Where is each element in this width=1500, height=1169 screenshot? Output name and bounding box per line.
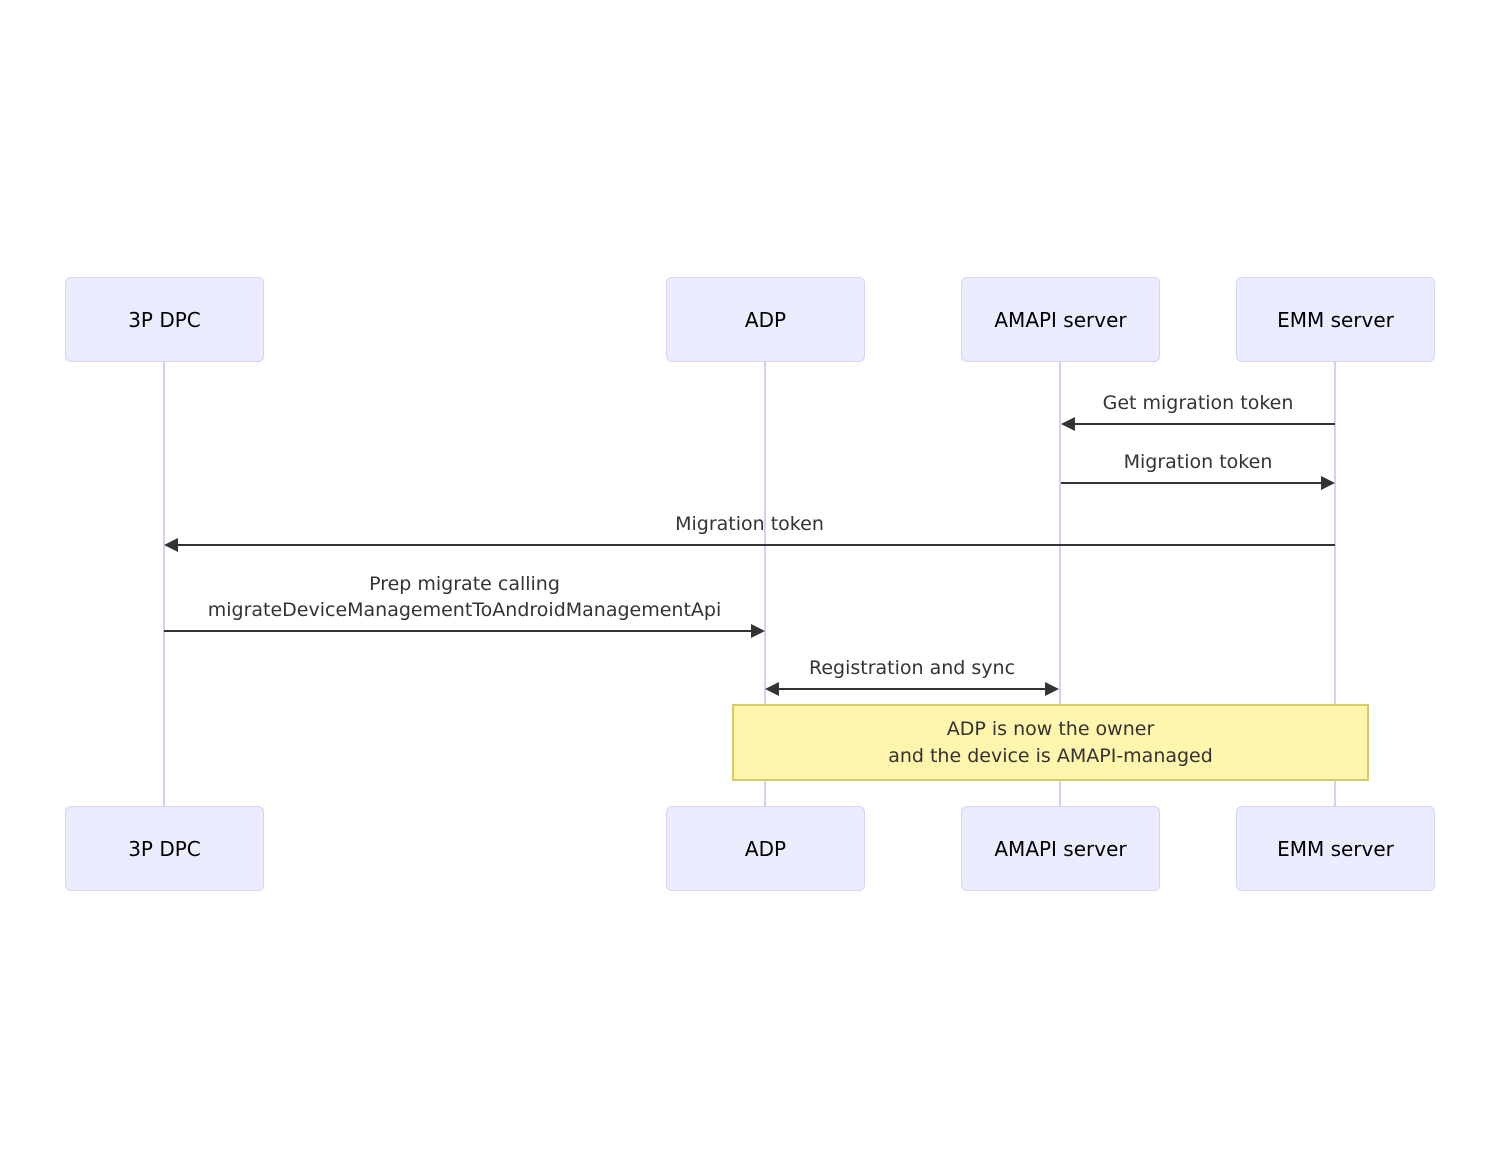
note-adp-is-now-the-owner: ADP is now the owner and the device is A… — [732, 704, 1369, 781]
message-label-registration-and-sync: Registration and sync — [808, 657, 1016, 679]
message-label-migration-token-to-emm: Migration token — [1123, 451, 1273, 473]
actor-box-bottom-amapi-server[interactable]: AMAPI server — [961, 806, 1160, 891]
arrowhead-right-prep-migrate — [751, 624, 765, 638]
arrowhead-left-registration-and-sync — [765, 682, 779, 696]
actor-box-bottom-3p-dpc[interactable]: 3P DPC — [65, 806, 264, 891]
actor-label-top-emm-server: EMM server — [1277, 307, 1394, 332]
actor-label-bottom-emm-server: EMM server — [1277, 836, 1394, 861]
actor-box-top-emm-server[interactable]: EMM server — [1236, 277, 1435, 362]
actor-box-bottom-adp[interactable]: ADP — [666, 806, 865, 891]
actor-label-bottom-adp: ADP — [744, 836, 787, 861]
arrowhead-left-migration-token-to-dpc — [164, 538, 178, 552]
actor-label-bottom-amapi-server: AMAPI server — [994, 836, 1127, 861]
message-label-prep-migrate: Prep migrate calling migrateDeviceManage… — [207, 573, 722, 621]
actor-label-bottom-3p-dpc: 3P DPC — [128, 836, 201, 861]
actor-label-top-adp: ADP — [744, 307, 787, 332]
lifeline-3p-dpc — [163, 362, 165, 806]
message-line-migration-token-to-emm — [1061, 482, 1327, 484]
message-label-migration-token-to-dpc: Migration token — [675, 513, 824, 535]
actor-box-top-amapi-server[interactable]: AMAPI server — [961, 277, 1160, 362]
actor-box-top-adp[interactable]: ADP — [666, 277, 865, 362]
arrowhead-left-get-migration-token — [1061, 417, 1075, 431]
lifeline-amapi-server — [1059, 362, 1061, 806]
actor-label-top-3p-dpc: 3P DPC — [128, 307, 201, 332]
message-line-migration-token-to-dpc — [172, 544, 1335, 546]
message-label-get-migration-token: Get migration token — [1102, 392, 1294, 414]
arrowhead-right-migration-token-to-emm — [1321, 476, 1335, 490]
arrowhead-right-registration-and-sync — [1045, 682, 1059, 696]
lifeline-emm-server — [1334, 362, 1336, 806]
message-line-registration-and-sync — [773, 688, 1051, 690]
actor-label-top-amapi-server: AMAPI server — [994, 307, 1127, 332]
message-line-get-migration-token — [1069, 423, 1335, 425]
actor-box-bottom-emm-server[interactable]: EMM server — [1236, 806, 1435, 891]
actor-box-top-3p-dpc[interactable]: 3P DPC — [65, 277, 264, 362]
message-line-prep-migrate — [164, 630, 751, 632]
lifeline-adp — [764, 362, 766, 806]
